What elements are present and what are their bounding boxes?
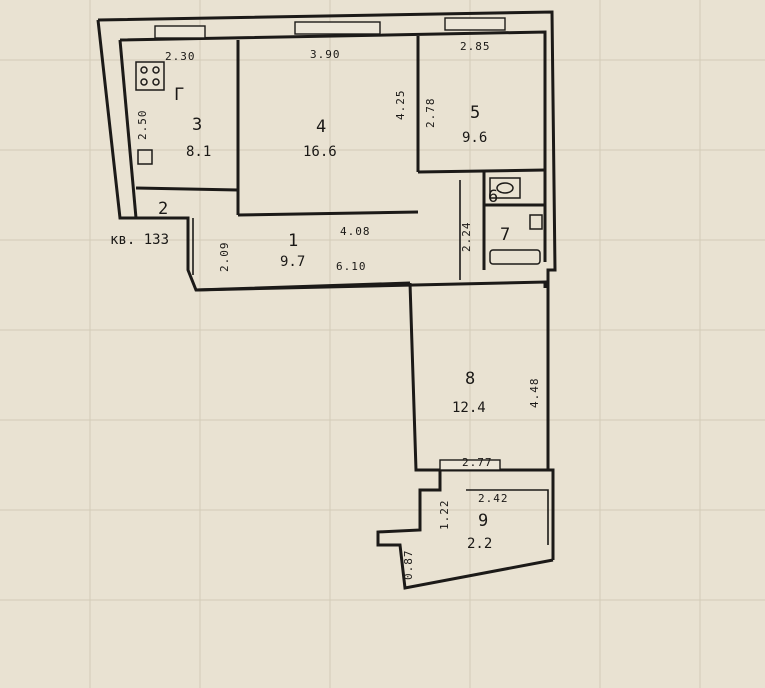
outer-walls (96, 10, 557, 560)
dim-room4-top: 3.90 (310, 48, 341, 61)
toilet-icon (489, 177, 521, 199)
dim-hall-side: 2.24 (460, 222, 473, 253)
dim-room5-side: 2.78 (424, 98, 437, 129)
dim-balcony-left: 0.87 (402, 550, 415, 581)
room-4-area: 16.6 (303, 144, 337, 160)
stove-mark: Г (174, 85, 184, 105)
room-3-area: 8.1 (186, 144, 211, 160)
dim-room3-top: 2.30 (165, 50, 196, 63)
room-4-number: 4 (316, 117, 326, 137)
room-1-area: 9.7 (280, 254, 305, 270)
room-7-number: 7 (500, 225, 510, 245)
kitchen-stove-icon (135, 61, 165, 91)
balcony (376, 470, 554, 590)
dim-room4-bottom: 4.08 (340, 225, 371, 238)
room-8-area: 12.4 (452, 400, 486, 416)
dim-room8-side: 4.48 (528, 378, 541, 409)
windows (154, 17, 506, 471)
room-3-number: 3 (192, 115, 202, 135)
apartment-label: кв. 133 (110, 232, 169, 248)
dim-room4-side: 4.25 (394, 90, 407, 121)
room-2-number: 2 (158, 199, 168, 219)
dim-hall-width: 6.10 (336, 260, 367, 273)
room-9-area: 2.2 (467, 536, 492, 552)
room-5-area: 9.6 (462, 130, 487, 146)
washbasin-icon (529, 214, 543, 230)
room-9-number: 9 (478, 511, 488, 531)
dim-balcony-top: 2.42 (478, 492, 509, 505)
bathtub-icon (489, 249, 541, 265)
room-8-number: 8 (465, 369, 475, 389)
dim-hall-left: 2.09 (218, 242, 231, 273)
room-6-number: 6 (488, 187, 498, 207)
room-5-number: 5 (470, 103, 480, 123)
dim-room3-side: 2.50 (136, 110, 149, 141)
dim-balcony-side: 1.22 (438, 500, 451, 531)
dim-room5-top: 2.85 (460, 40, 491, 53)
sink-icon (137, 149, 153, 165)
room-1-number: 1 (288, 231, 298, 251)
dim-room8-bottom: 2.77 (462, 456, 493, 469)
interior-walls (135, 36, 546, 280)
